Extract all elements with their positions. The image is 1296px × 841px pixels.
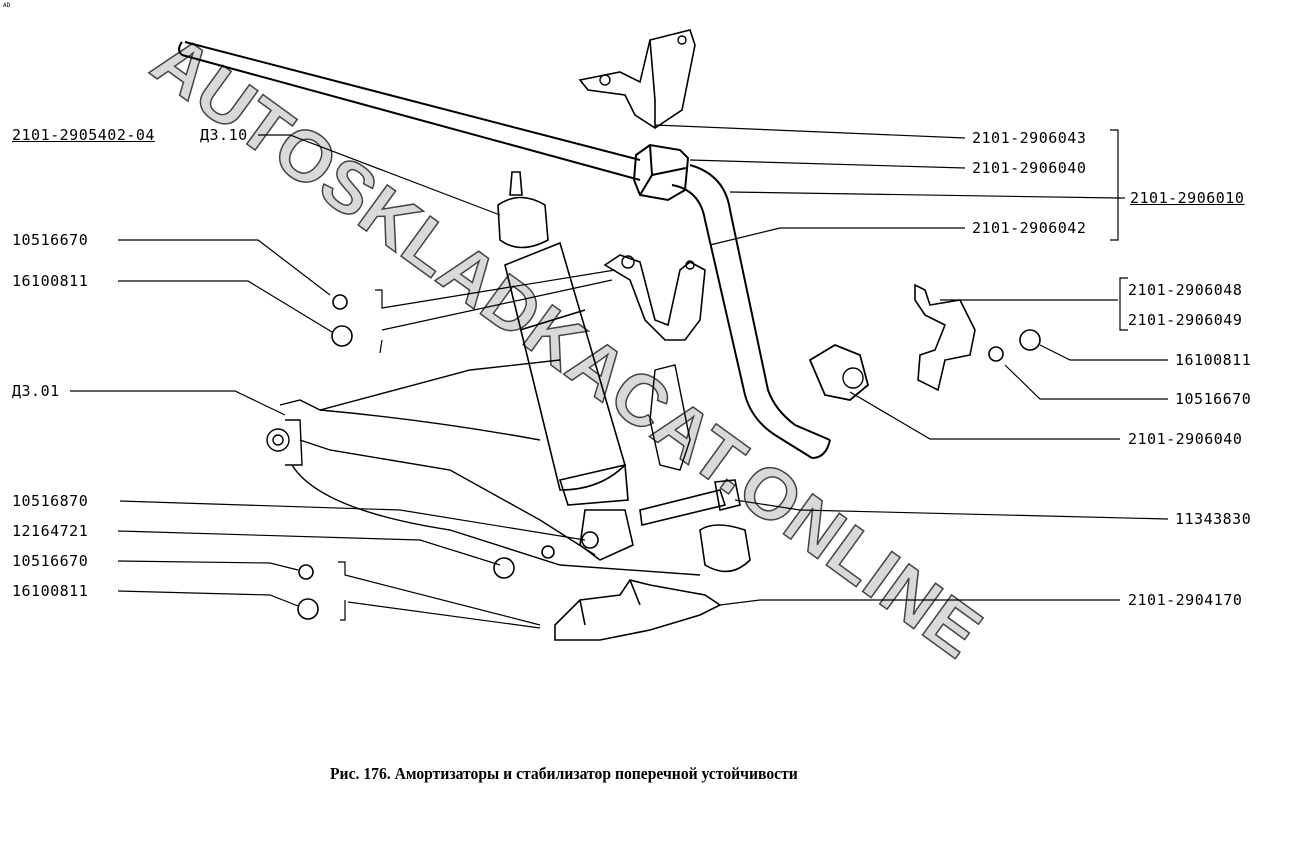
label-nut-bracket[interactable]: 16100811: [12, 582, 89, 600]
link-plate: [649, 364, 691, 471]
label-nut[interactable]: 16100811: [1175, 351, 1252, 369]
top-bracket: [578, 29, 696, 129]
label-bolt[interactable]: 11343830: [1175, 510, 1252, 528]
label-clamp[interactable]: 2101-2906042: [972, 219, 1087, 237]
label-washer-lower[interactable]: 12164721: [12, 522, 89, 540]
label-cushion[interactable]: 2101-2906040: [972, 159, 1087, 177]
bar-cushion: [632, 143, 690, 202]
label-cushion-2[interactable]: 2101-2906040: [1128, 430, 1243, 448]
corner-mark: AD: [3, 2, 11, 9]
lower-bracket: [554, 579, 722, 641]
side-cushion: [808, 343, 870, 401]
label-lower-bracket[interactable]: 2101-2904170: [1128, 591, 1243, 609]
leader-lines: [70, 124, 1169, 629]
label-bolt-lower[interactable]: 10516870: [12, 492, 89, 510]
label-washer[interactable]: 10516670: [1175, 390, 1252, 408]
nuts-washers: [297, 294, 1041, 620]
lower-arm: [266, 359, 701, 576]
label-arm-ref[interactable]: Д3.01: [12, 382, 60, 400]
label-clamp-right[interactable]: 2101-2906049: [1128, 311, 1243, 329]
label-nut-top[interactable]: 16100811: [12, 272, 89, 290]
bar-clamp: [603, 254, 706, 341]
label-washer-bracket[interactable]: 10516670: [12, 552, 89, 570]
ball-joint: [639, 479, 751, 573]
side-clamp: [914, 283, 976, 392]
stabilizer-bar: [178, 41, 831, 459]
shock-absorber: [497, 171, 634, 561]
label-clamp-left[interactable]: 2101-2906048: [1128, 281, 1243, 299]
label-shock-absorber[interactable]: 2101-2905402-04: [12, 126, 155, 144]
label-stabilizer-bar[interactable]: 2101-2906010: [1130, 189, 1245, 207]
label-bracket-top[interactable]: 2101-2906043: [972, 129, 1087, 147]
label-shock-ref[interactable]: Д3.10: [200, 126, 248, 144]
label-washer-top[interactable]: 10516670: [12, 231, 89, 249]
figure-caption: Рис. 176. Амортизаторы и стабилизатор по…: [330, 764, 798, 783]
